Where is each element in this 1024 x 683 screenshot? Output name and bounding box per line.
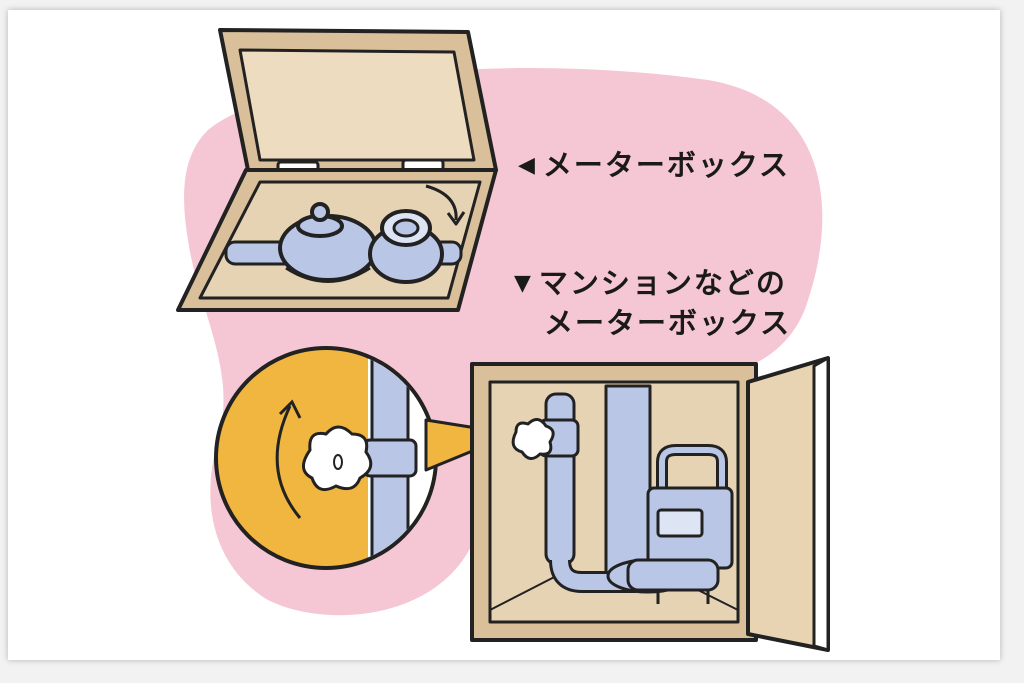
mansion-box-label-line2: メーターボックス bbox=[544, 306, 792, 340]
water-meter-illustration bbox=[176, 28, 830, 652]
ground-meter-box bbox=[176, 28, 498, 312]
mansion-box-label-2: メーターボックス bbox=[544, 306, 791, 341]
left-triangle-icon: ◀ bbox=[518, 153, 537, 178]
ground-box-label-text: メーターボックス bbox=[542, 148, 791, 182]
zoom-detail-circle bbox=[214, 346, 438, 570]
rotate-arrow-icon bbox=[275, 405, 302, 519]
mansion-box-label: ▼マンションなどの bbox=[514, 266, 787, 301]
ground-box-label: ◀メーターボックス bbox=[518, 148, 790, 183]
illustration-frame: ◀メーターボックス ▼マンションなどの メーターボックス bbox=[8, 10, 1000, 660]
down-triangle-icon: ▼ bbox=[514, 271, 533, 296]
mansion-meter-cabinet bbox=[470, 356, 830, 652]
meter-display bbox=[656, 508, 704, 538]
water-leak-icon bbox=[302, 425, 373, 492]
turn-arrow-icon bbox=[425, 184, 458, 221]
mansion-box-label-line1: マンションなどの bbox=[538, 266, 787, 300]
